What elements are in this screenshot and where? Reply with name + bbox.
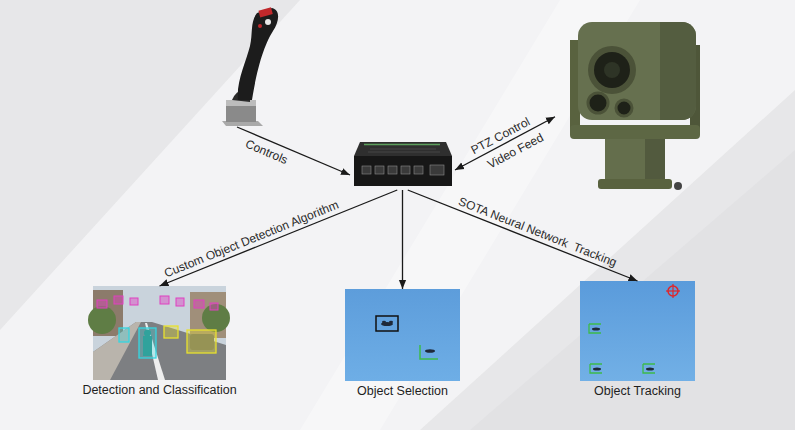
label-anchor: Controls (243, 134, 291, 168)
joystick-illustration-part (258, 24, 262, 28)
tracking-thumbnail-part (589, 324, 601, 333)
selection-thumbnail-part (420, 345, 438, 359)
label-anchor: SOTA Neural Network Tracking (456, 191, 620, 270)
detection-thumbnail-part (93, 322, 141, 380)
joystick-illustration (222, 7, 278, 126)
detection-thumbnail-part (93, 286, 226, 380)
selection-thumbnail (345, 289, 460, 381)
connector-label: SOTA Neural Network Tracking (456, 194, 618, 269)
detection-thumbnail-part (139, 328, 156, 358)
edge-computer-illustration-part (370, 149, 436, 150)
joystick-illustration-part (258, 7, 272, 17)
thumbnail-node: Object Selection (345, 289, 460, 402)
detection-thumbnail-part (187, 330, 216, 353)
ptz-camera-illustration-part (588, 93, 608, 113)
ptz-camera-illustration-part (570, 125, 700, 139)
thumbnail-node: Object Tracking (580, 281, 695, 402)
detection-thumbnail-part (119, 328, 129, 342)
edge-computer-illustration (354, 142, 452, 186)
detection-thumbnail-part (164, 326, 178, 338)
ptz-camera-illustration-part (604, 62, 620, 78)
detection-thumbnail-part (93, 322, 226, 380)
edge-computer-illustration-part (354, 142, 452, 156)
ptz-camera-illustration-part (645, 139, 665, 179)
edge-computer-illustration-part (354, 156, 452, 186)
node-caption: Detection and Classification (78, 383, 241, 398)
tracking-thumbnail (580, 281, 695, 381)
arrow-connector (402, 190, 403, 289)
detection-thumbnail-part (202, 304, 230, 332)
connector-label: Custom Object Detection Algorithm (162, 198, 340, 281)
selection-thumbnail-part (382, 321, 386, 323)
selection-thumbnail-part (376, 316, 398, 331)
joystick-illustration-part (265, 19, 271, 25)
detection-thumbnail (88, 286, 230, 380)
node-caption: Object Tracking (580, 384, 695, 399)
detection-thumbnail-part (194, 300, 204, 308)
arrow-connector (237, 127, 350, 175)
joystick-node (213, 5, 293, 127)
detection-thumbnail-part (130, 298, 138, 305)
detection-thumbnail-part (160, 296, 169, 304)
ptz-camera-illustration-part (588, 46, 636, 94)
detection-thumbnail-part (88, 306, 116, 334)
connector-label: Controls (243, 136, 290, 166)
tracking-thumbnail-part (643, 364, 655, 373)
detection-thumbnail-part (176, 298, 184, 306)
edge-computer-illustration-part (364, 144, 440, 146)
tracking-thumbnail-part (590, 364, 602, 373)
arrow-connector (408, 190, 638, 281)
node-caption: Object Selection (345, 384, 460, 399)
edge-computer-illustration-part (388, 166, 397, 174)
ptz-camera-illustration-part (594, 52, 630, 88)
selection-thumbnail-part (345, 289, 460, 381)
tracking-thumbnail-part (672, 284, 673, 298)
ptz-camera-illustration-part (674, 182, 682, 190)
edge-computer-illustration-part (414, 166, 423, 174)
ptz-camera-illustration-part (605, 139, 665, 179)
ptz-camera-illustration-part (578, 22, 696, 120)
tracking-thumbnail-part (592, 328, 600, 331)
ptz-camera-node (555, 15, 705, 200)
detection-thumbnail-part (97, 300, 107, 308)
detection-thumbnail-part (114, 296, 123, 304)
edge-computer-illustration-part (375, 166, 384, 174)
edge-computer-illustration-part (401, 166, 410, 174)
selection-thumbnail-part (389, 321, 393, 323)
label-anchor: Custom Object Detection Algorithm (161, 195, 341, 282)
arrow-connector (160, 190, 398, 286)
thumbnail-node: Detection and Classification (78, 286, 241, 401)
joystick-illustration-part (226, 100, 256, 122)
edge-computer-node (350, 140, 455, 190)
tracking-thumbnail-part (646, 368, 654, 371)
joystick-illustration-part (238, 8, 278, 100)
selection-thumbnail-part (425, 349, 435, 353)
edge-computer-illustration-part (430, 165, 444, 175)
detection-thumbnail-part (210, 303, 218, 310)
ptz-camera-illustration-part (660, 22, 696, 120)
ptz-camera-illustration-part (598, 179, 672, 189)
tracking-thumbnail-part (580, 281, 695, 381)
ptz-camera-illustration-part (616, 100, 632, 116)
edge-computer-illustration-part (362, 166, 371, 174)
ptz-camera-illustration (570, 22, 700, 190)
tracking-thumbnail-part (593, 368, 601, 371)
edge-computer-illustration-part (368, 152, 440, 153)
